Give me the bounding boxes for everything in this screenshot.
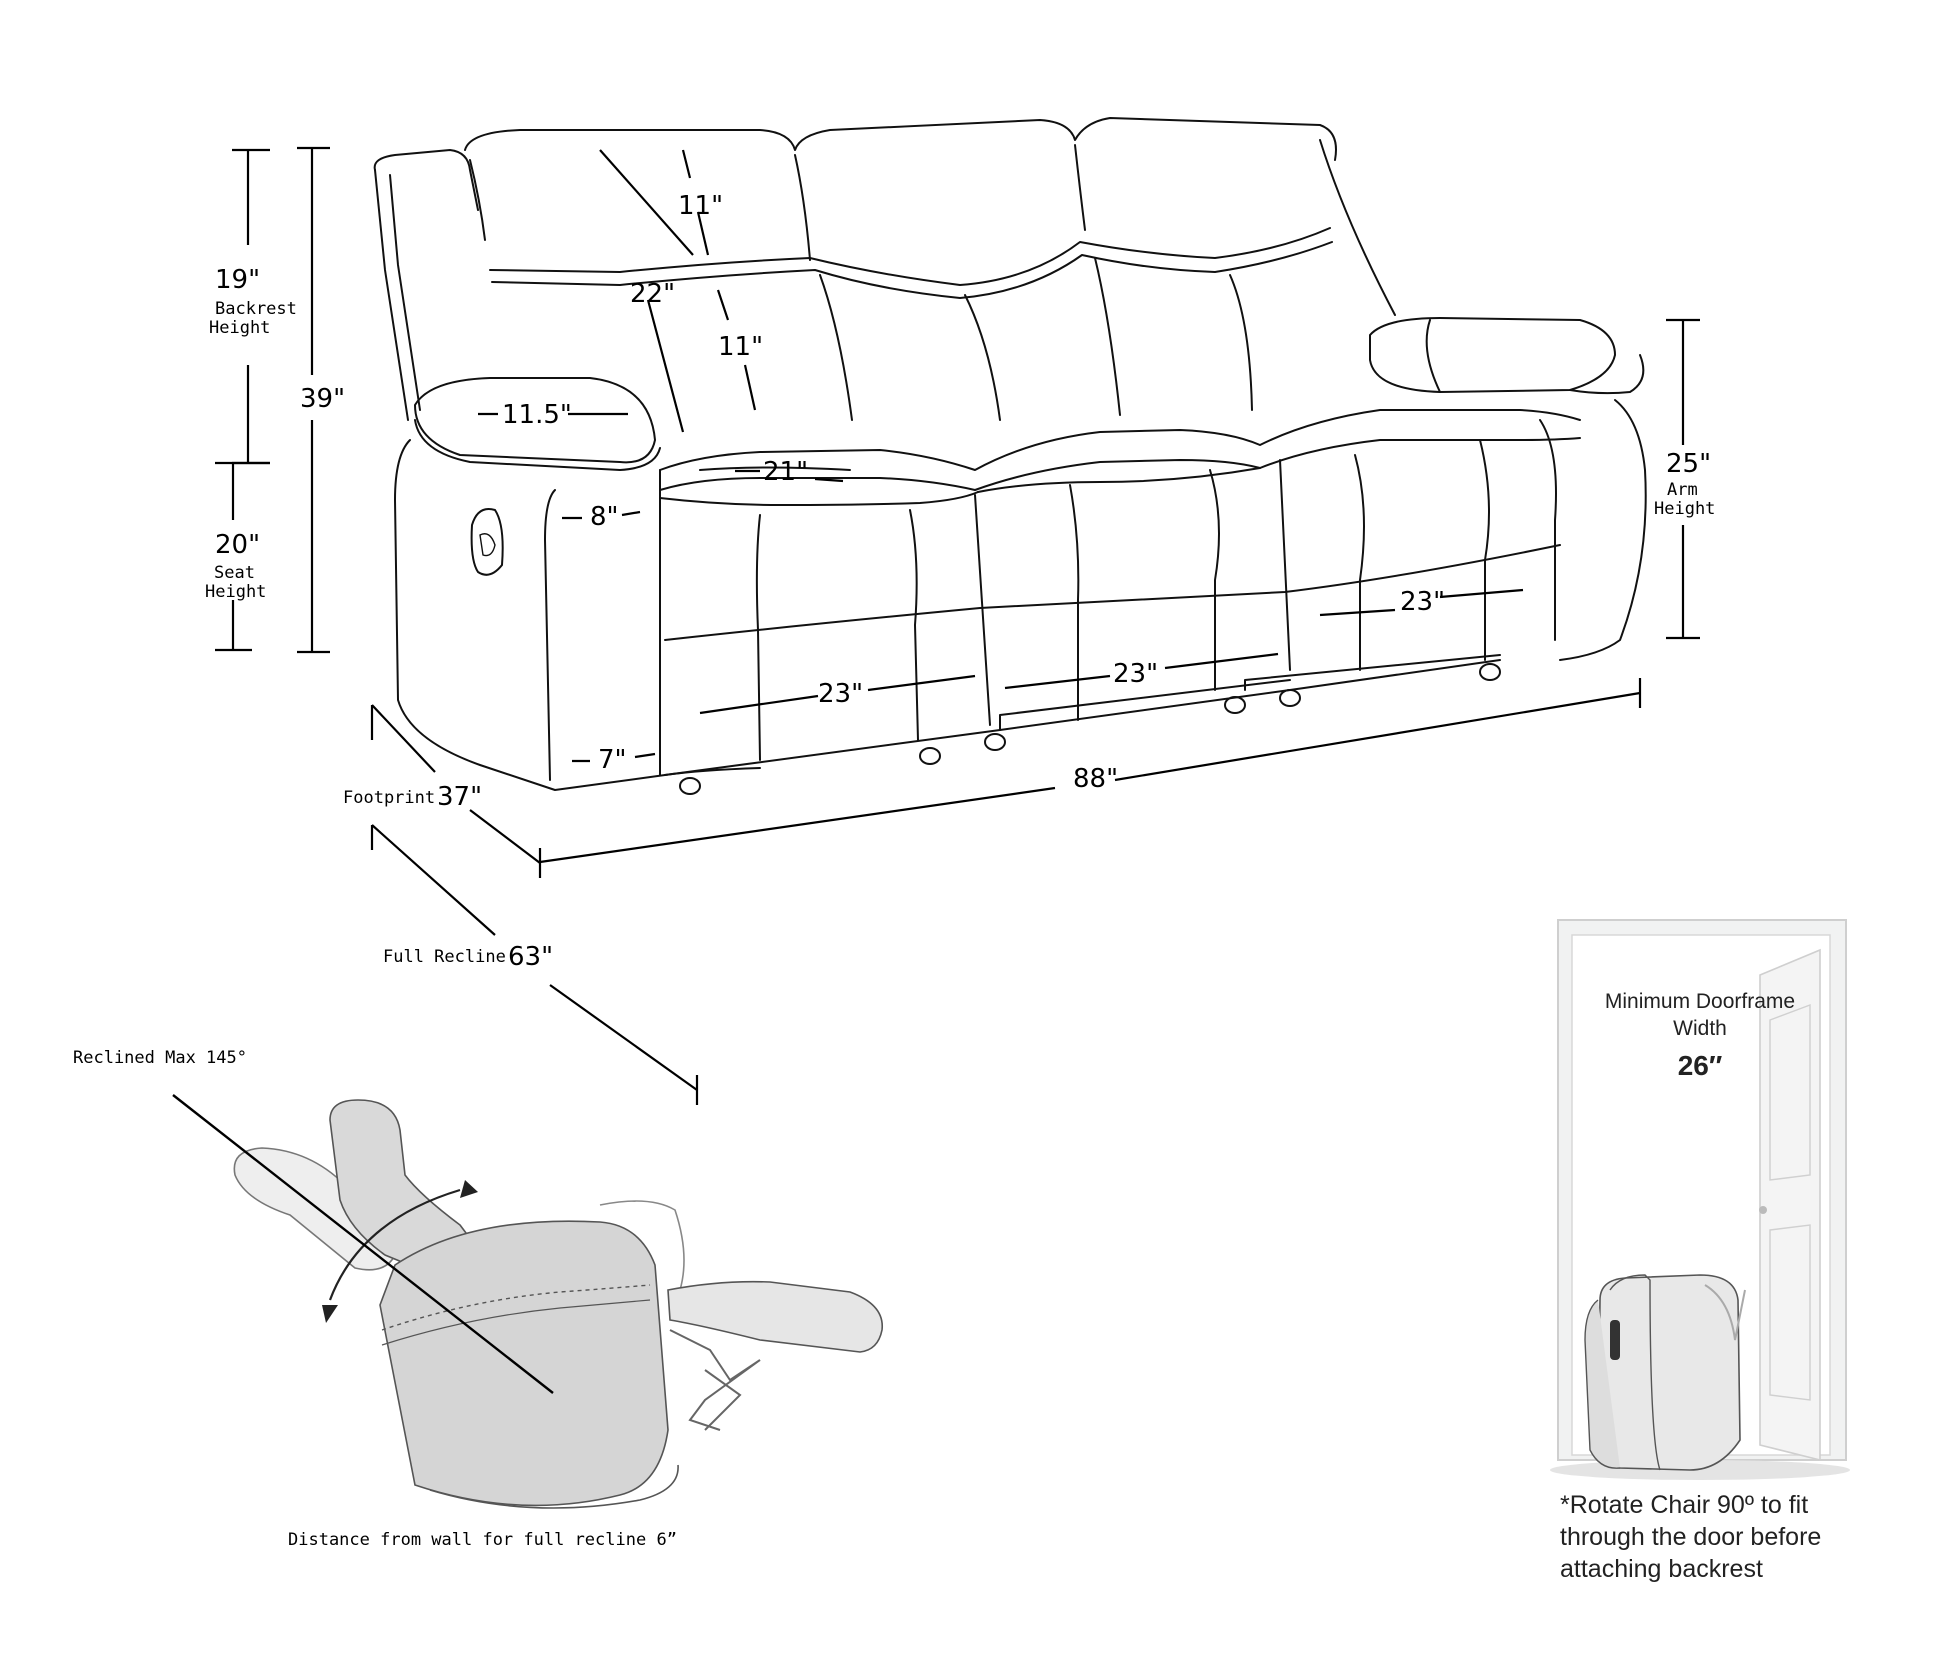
full-recline-value: 63" (508, 942, 553, 972)
head-pillow-bottom-value: 11" (718, 332, 763, 362)
doorframe-title-2: Width (1673, 1017, 1727, 1040)
backrest-height-label-1: Backrest (215, 299, 297, 319)
recliner-illustration (172, 1094, 883, 1509)
head-pillow-top-value: 11" (678, 191, 723, 221)
wall-distance-label: Distance from wall for full recline 6” (288, 1530, 677, 1550)
footprint-label: Footprint (343, 788, 435, 808)
seat-width-middle-value: 23" (1113, 659, 1158, 689)
total-height-value: 39" (300, 384, 345, 414)
reclined-max-label: Reclined Max 145° (73, 1048, 247, 1068)
seat-height-label-2: Height (205, 582, 266, 602)
seat-width-right-value: 23" (1400, 587, 1445, 617)
rotate-note-line-1: *Rotate Chair 90º to fit (1560, 1491, 1808, 1519)
seat-height-value: 20" (215, 530, 260, 560)
rotate-note-line-3: attaching backrest (1560, 1555, 1763, 1583)
doorframe-illustration (1550, 919, 1850, 1480)
footprint-value: 37" (437, 782, 482, 812)
arm-height-value: 25" (1666, 449, 1711, 479)
sofa-drawing (373, 117, 1647, 795)
backrest-height-value: 19" (215, 265, 260, 295)
arm-front-value: 8" (590, 502, 619, 532)
overall-width-value: 88" (1073, 764, 1118, 794)
arm-width-value: 11.5" (502, 400, 572, 430)
back-depth-value: 22" (630, 279, 675, 309)
seat-depth-value: 21" (763, 457, 808, 487)
dimension-lines (215, 146, 1700, 1105)
doorframe-width-value: 26″ (1678, 1050, 1723, 1081)
full-recline-label: Full Recline (383, 947, 506, 967)
rotate-note-line-2: through the door before (1560, 1523, 1821, 1551)
seat-width-left-value: 23" (818, 679, 863, 709)
base-front-value: 7" (598, 745, 627, 775)
arm-height-label-1: Arm (1667, 480, 1698, 500)
seat-height-label-1: Seat (214, 563, 255, 583)
doorframe-title-1: Minimum Doorframe (1605, 990, 1795, 1013)
arm-height-label-2: Height (1654, 499, 1715, 519)
backrest-height-label-2: Height (209, 318, 270, 338)
